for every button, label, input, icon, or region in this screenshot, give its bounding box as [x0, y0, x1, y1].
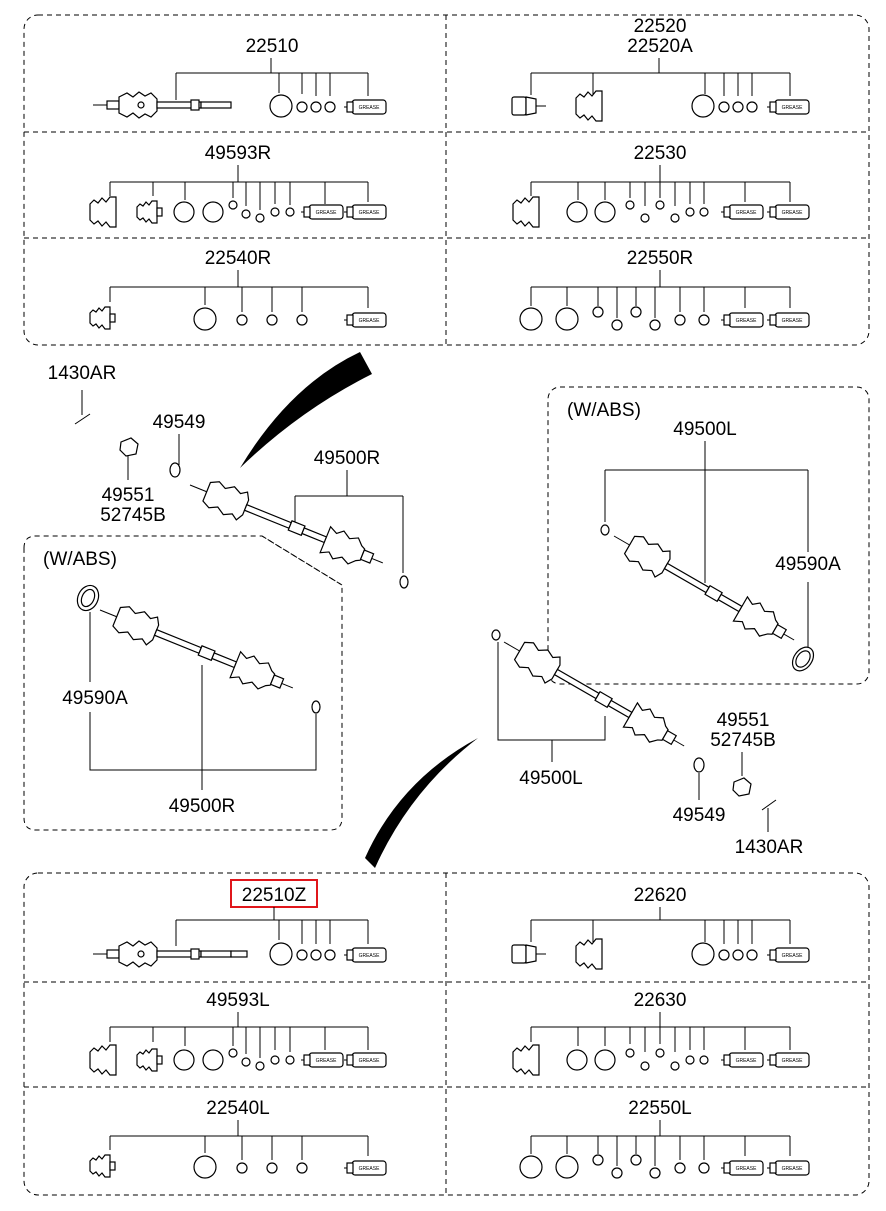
kit-22540R[interactable]: 22540R GREASE [89, 248, 387, 331]
kit-22550R[interactable]: 22550R GREASE GREASE [519, 248, 810, 331]
grease-tube-label: GREASE [359, 1166, 381, 1172]
grease-tube-label: GREASE [782, 105, 804, 111]
grease-tube-label: GREASE [359, 318, 381, 324]
part-number-label: 22510Z [242, 885, 307, 906]
part-number-label-alt: 22520A [627, 36, 693, 57]
grease-tube-label: GREASE [316, 210, 338, 216]
grease-tube-label: GREASE [782, 210, 804, 216]
box-title: (W/ABS) [43, 549, 117, 570]
pointer-arrow-upper [240, 352, 372, 468]
grease-tube-label: GREASE [316, 1058, 338, 1064]
part-number-label: 49593R [205, 143, 272, 164]
grease-tube-label: GREASE [782, 318, 804, 324]
part-number-label: 22550R [627, 248, 694, 269]
grease-tube-label: GREASE [359, 105, 381, 111]
left-driveshaft-group[interactable]: 49500L 49551 52745B 49549 1430AR [491, 628, 804, 858]
kit-49593L[interactable]: 49593L GREASE GREASE [89, 990, 387, 1076]
top-panel [23, 14, 870, 346]
kit-22630[interactable]: 22630 GREASE GREASE [512, 990, 810, 1076]
grease-tube-label: GREASE [736, 1166, 758, 1172]
pointer-arrow-lower [365, 738, 478, 868]
part-number-label: 22550L [628, 1098, 691, 1119]
kit-22620[interactable]: 22620 GREASE [511, 885, 810, 970]
grease-tube-label: GREASE [782, 1166, 804, 1172]
part-number-label: 22540R [205, 248, 272, 269]
shaft-label: 49500R [169, 796, 236, 817]
nut-label: 49551 [102, 485, 155, 506]
kit-22510[interactable]: 22510 GREASE [92, 36, 387, 119]
bolt-label: 1430AR [48, 363, 117, 384]
kit-22530[interactable]: 22530 GREASE GREASE [512, 143, 810, 228]
ring-label: 49549 [153, 412, 206, 433]
tone-ring-label: 49590A [775, 554, 841, 575]
grease-tube-label: GREASE [736, 318, 758, 324]
ring-label: 49549 [673, 805, 726, 826]
kit-22510Z[interactable]: 22510Z GREASE [92, 879, 387, 968]
bottom-panel [23, 872, 870, 1196]
tone-ring-label: 49590A [62, 688, 128, 709]
grease-tube-label: GREASE [736, 1058, 758, 1064]
box-title: (W/ABS) [567, 400, 641, 421]
grease-tube-label: GREASE [782, 953, 804, 959]
kit-22550L[interactable]: 22550L GREASE GREASE [519, 1098, 810, 1179]
shaft-label: 49500R [314, 448, 381, 469]
part-number-label: 22520 [634, 16, 687, 37]
part-number-label: 22630 [634, 990, 687, 1011]
grease-tube-label: GREASE [359, 1058, 381, 1064]
shaft-label: 49500L [519, 768, 582, 789]
part-number-label: 49593L [206, 990, 269, 1011]
part-number-label: 22530 [634, 143, 687, 164]
grease-tube-label: GREASE [736, 210, 758, 216]
part-number-label: 22540L [206, 1098, 269, 1119]
right-abs-box[interactable]: (W/ABS) 49500L 49590A [547, 386, 870, 685]
grease-tube-label: GREASE [782, 1058, 804, 1064]
kit-49593R[interactable]: 49593R GREASE GREASE [89, 143, 387, 228]
nut-label: 49551 [717, 710, 770, 731]
kit-22520[interactable]: 22520 22520A GREASE [511, 16, 810, 122]
nut-label-alt: 52745B [710, 730, 776, 751]
nut-label-alt: 52745B [100, 505, 166, 526]
shaft-label: 49500L [673, 419, 736, 440]
part-number-label: 22510 [246, 36, 299, 57]
kit-22540L[interactable]: 22540L GREASE [89, 1098, 387, 1179]
bolt-label: 1430AR [735, 837, 804, 858]
part-number-label: 22620 [634, 885, 687, 906]
right-driveshaft-group[interactable]: 1430AR 49549 49551 52745B 49500R [48, 363, 409, 589]
left-abs-box[interactable]: (W/ABS) 49590A 49500R [23, 535, 343, 831]
grease-tube-label: GREASE [359, 953, 381, 959]
grease-tube-label: GREASE [359, 210, 381, 216]
